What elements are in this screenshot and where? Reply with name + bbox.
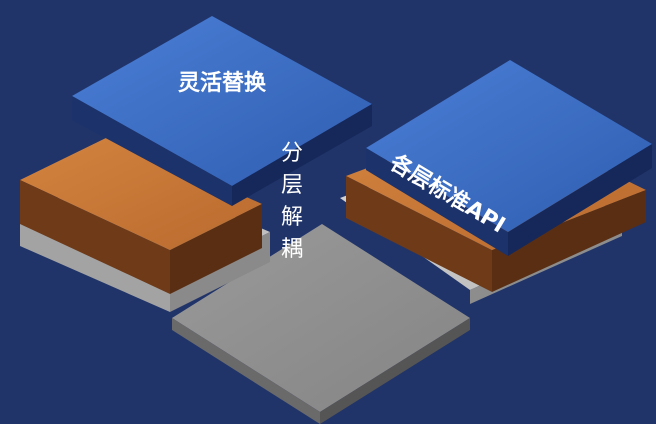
- center-gray-slab: [172, 224, 470, 424]
- center-gray-slab-right: [320, 318, 470, 424]
- flexible-replacement-label: 灵活替换: [178, 70, 267, 96]
- layer-decoupling-char-4: 耦: [281, 237, 303, 262]
- right-orange-slab-left: [346, 176, 492, 292]
- layer-decoupling-label: 分 层 解 耦: [281, 141, 303, 262]
- layer-decoupling-char-1: 分: [281, 141, 303, 166]
- center-gray-slab-left: [172, 318, 320, 424]
- right-orange-slab-right: [492, 190, 646, 292]
- layer-decoupling-char-2: 层: [281, 173, 303, 198]
- left-orange-slab-top: [20, 136, 262, 250]
- left-blue-block-left: [72, 96, 232, 206]
- left-orange-slab-right: [170, 204, 262, 294]
- left-blue-block: [72, 16, 372, 206]
- right-blue-block: [366, 60, 652, 256]
- left-blue-block-right: [232, 104, 372, 206]
- layer-decoupling-char-3: 解: [281, 205, 303, 230]
- center-gray-slab-top: [172, 224, 470, 412]
- left-blue-block-top: [72, 16, 372, 186]
- right-blue-block-top: [366, 60, 652, 232]
- right-blue-block-left: [366, 148, 508, 256]
- left-orange-slab-left: [20, 180, 170, 294]
- right-blue-block-right: [508, 144, 652, 256]
- left-orange-slab: [20, 136, 262, 294]
